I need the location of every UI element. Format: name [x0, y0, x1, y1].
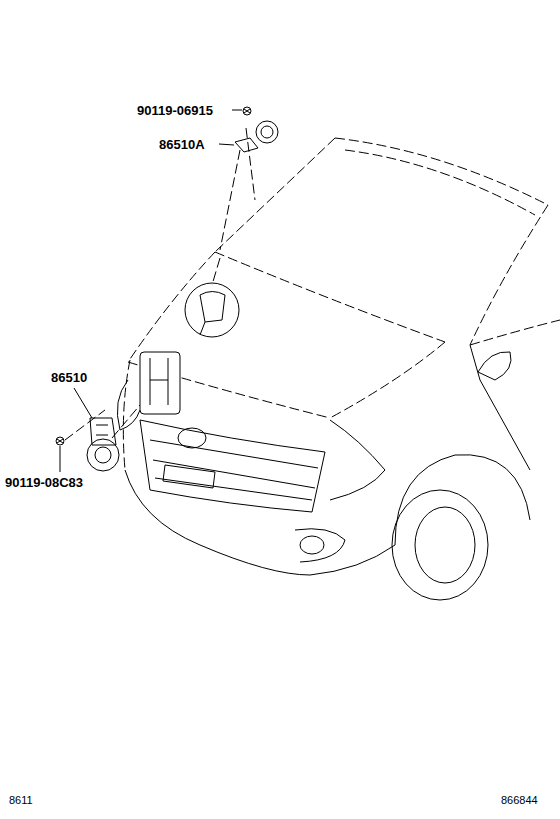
horn-86510-bracket — [90, 418, 116, 445]
leader-90119-08C83 — [60, 446, 61, 472]
front-bumper — [125, 470, 395, 575]
part-number: 90119-08C83 — [4, 475, 84, 490]
horn-86510-inner — [95, 447, 111, 463]
door-edge — [470, 345, 530, 470]
callout-number: 86510A — [158, 137, 206, 152]
hood-right-edge — [330, 342, 445, 418]
bolt-mark — [244, 109, 250, 113]
horn-86510A-bracket — [235, 138, 258, 152]
fog-surround — [295, 529, 345, 562]
cowl-line — [215, 252, 445, 342]
bolt-symbol — [243, 107, 251, 115]
side-mirror — [478, 352, 511, 380]
headlight-right — [330, 420, 385, 500]
leader-90119-06915 — [232, 110, 242, 111]
horn-leader — [112, 405, 140, 438]
bolt-mark-lower — [57, 439, 63, 443]
detail-circle-upper — [185, 283, 239, 337]
belt-line — [470, 320, 560, 345]
fog-light — [300, 536, 324, 554]
illustration-number: 866844 — [500, 793, 539, 808]
hidden-body-lines — [65, 128, 560, 470]
grille-slats — [150, 440, 318, 500]
horn-86510A — [256, 121, 278, 143]
grille — [140, 420, 325, 512]
wheel-arch — [395, 455, 530, 545]
horn-a-leader-lower — [212, 258, 220, 285]
leader-86510A — [219, 144, 234, 145]
figure-number: 8611 — [8, 793, 34, 808]
horn-a-leader — [220, 150, 240, 250]
windshield-inner — [345, 150, 535, 215]
visible-body-lines — [117, 345, 530, 600]
wheel-rim — [415, 507, 475, 583]
roof-front-edge — [335, 138, 548, 205]
bracket-ribs — [96, 425, 108, 435]
headlight-left — [117, 380, 140, 430]
plate-area — [163, 465, 215, 488]
fender-left — [123, 360, 130, 470]
detail-panel-lower — [140, 352, 180, 414]
leader-86510 — [74, 388, 92, 418]
emblem — [178, 428, 206, 448]
tire — [392, 490, 488, 600]
horn-86510A-inner — [261, 126, 273, 138]
a-pillar-left — [215, 138, 335, 252]
a-pillar-right — [470, 205, 548, 345]
bolt-symbol-lower — [56, 437, 64, 445]
bracket-detail — [150, 358, 168, 405]
part-number: 90119-06915 — [136, 103, 214, 118]
callout-number: 86510 — [50, 370, 88, 385]
horn-bracket-detail — [200, 292, 225, 336]
